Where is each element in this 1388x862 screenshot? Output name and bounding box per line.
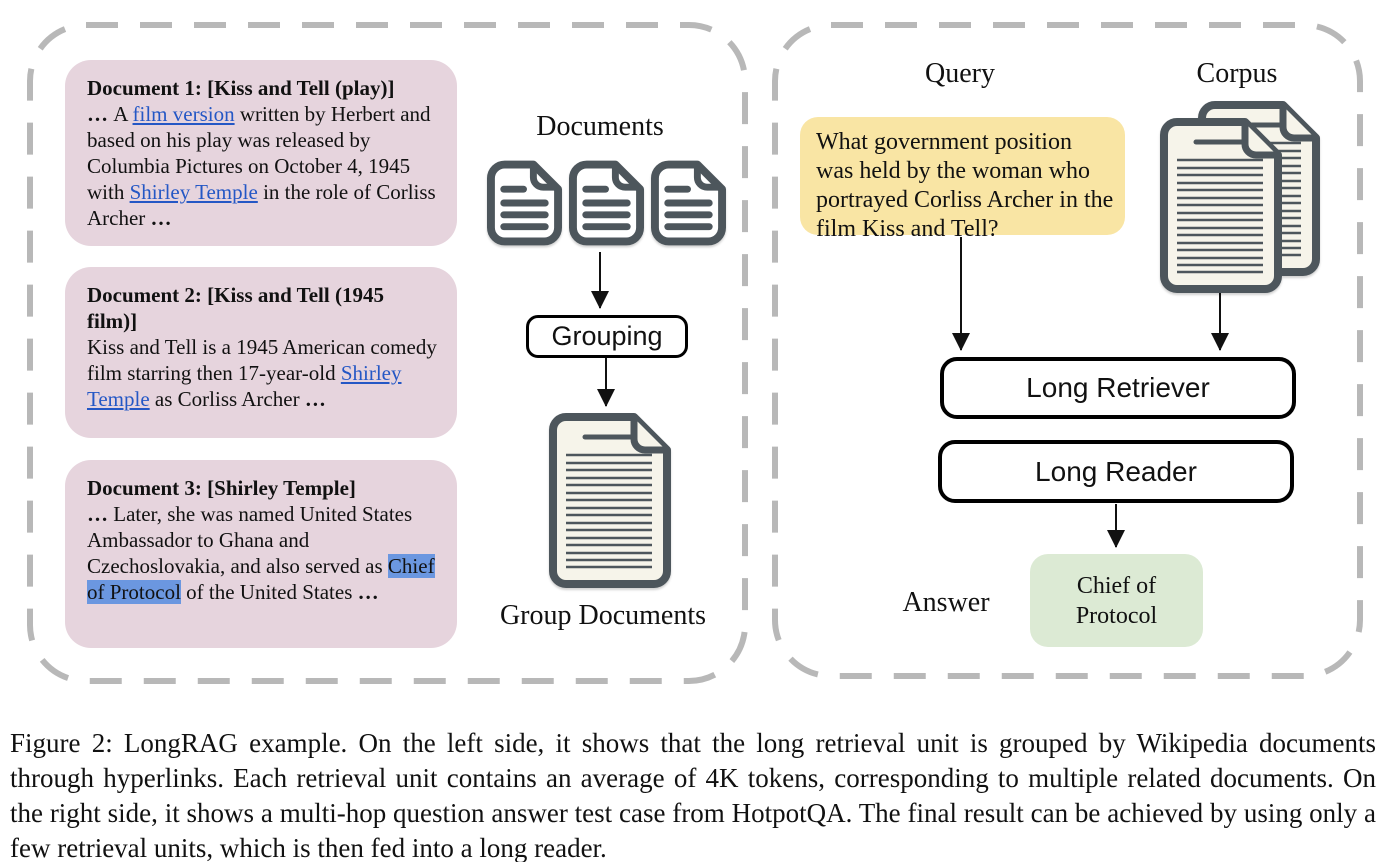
- left-panel-dashed-border: [27, 22, 748, 684]
- documents-label: Documents: [536, 111, 664, 142]
- corpus-label: Corpus: [1196, 58, 1278, 89]
- long-reader-box: Long Reader: [938, 440, 1294, 503]
- document-card-1: Document 1: [Kiss and Tell (play)] … A f…: [65, 60, 457, 246]
- figure-2-diagram: Document 1: [Kiss and Tell (play)] … A f…: [27, 22, 1363, 684]
- query-label: Query: [925, 58, 995, 89]
- documents-icons-row: [487, 160, 726, 246]
- document-icon: [651, 160, 726, 246]
- long-retriever-box: Long Retriever: [940, 357, 1296, 419]
- document-2-title: Document 2: [Kiss and Tell (1945 film)]: [87, 283, 384, 333]
- document-3-title: Document 3: [Shirley Temple]: [87, 476, 356, 500]
- hyperlink[interactable]: Shirley Temple: [129, 180, 258, 204]
- document-2-body: Kiss and Tell is a 1945 American comedy …: [87, 335, 437, 411]
- group-documents-label: Group Documents: [499, 600, 707, 631]
- right-panel-dashed-border: [772, 22, 1363, 679]
- figure-caption: Figure 2: LongRAG example. On the left s…: [10, 728, 1376, 862]
- document-card-3: Document 3: [Shirley Temple] … Later, sh…: [65, 460, 457, 648]
- group-document-icon: [547, 413, 671, 588]
- document-1-title: Document 1: [Kiss and Tell (play)]: [87, 76, 395, 100]
- corpus-documents-icon: [1158, 101, 1320, 293]
- flow-arrows: [591, 237, 1229, 548]
- answer-box: Chief of Protocol: [1030, 554, 1203, 647]
- grouping-box: Grouping: [526, 315, 688, 358]
- hyperlink[interactable]: Shirley Temple: [87, 361, 402, 411]
- answer-label: Answer: [902, 587, 990, 618]
- document-icon: [487, 160, 562, 246]
- document-3-body: … Later, she was named United States Amb…: [87, 502, 435, 604]
- document-card-2: Document 2: [Kiss and Tell (1945 film)] …: [65, 267, 457, 438]
- query-box: What government position was held by the…: [800, 117, 1125, 242]
- document-1-body: … A film version written by Herbert and …: [87, 102, 436, 230]
- diagram-connectors: [27, 22, 1363, 684]
- hyperlink[interactable]: film version: [132, 102, 235, 126]
- document-icon: [569, 160, 644, 246]
